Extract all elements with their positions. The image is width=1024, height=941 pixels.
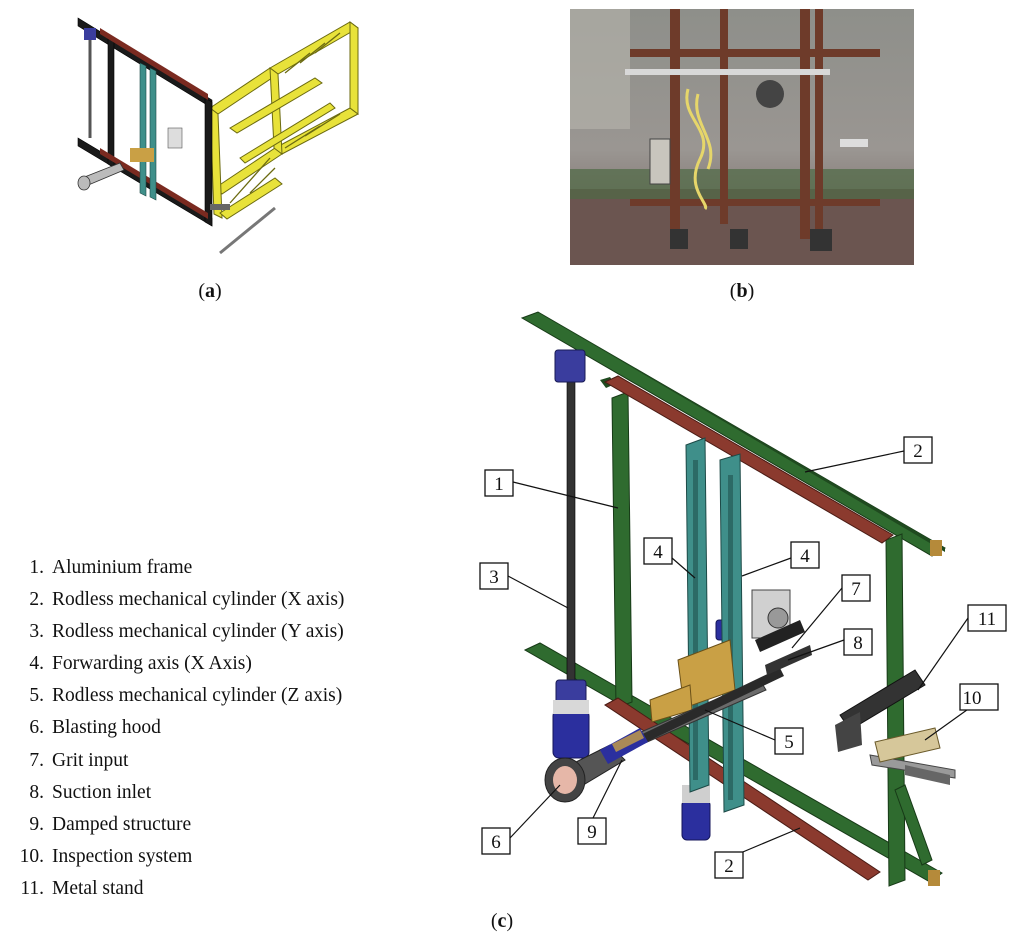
legend-number: 6. [29,717,44,739]
legend-item: 3. Rodless mechanical cylinder (Y axis) [14,616,344,648]
legend-item: 7. Grit input [14,745,344,777]
callout-11: 11 [967,604,1007,632]
legend-item: 4. Forwarding axis (X Axis) [14,648,344,680]
callout-10-label: 10 [963,688,982,709]
callout-4-right: 4 [790,541,820,569]
legend-text: Metal stand [52,877,144,899]
caption-b: (b) [729,280,755,302]
callout-2-bottom-label: 2 [724,856,734,877]
callout-5-label: 5 [784,732,794,753]
callout-7: 7 [841,574,871,602]
callout-8: 8 [843,628,873,656]
legend-number: 7. [29,749,44,771]
legend-number: 9. [29,813,44,835]
panel-a-cad-render [77,17,359,255]
legend-number: 2. [29,589,44,611]
legend-text: Aluminium frame [52,557,193,578]
callout-11-label: 11 [978,609,996,630]
callout-3-label: 3 [489,567,499,588]
legend-text: Forwarding axis (X Axis) [52,653,252,675]
callout-2-top-label: 2 [913,441,923,462]
callout-7-label: 7 [851,579,861,600]
caption-c: (c) [490,910,514,932]
callout-5: 5 [774,727,804,755]
callout-1-label: 1 [494,474,504,495]
legend-item: 8. Suction inlet [14,777,344,809]
legend-number: 3. [29,621,44,643]
legend-number: 10. [19,845,44,867]
caption-c-letter: c [497,910,507,932]
legend-item: 2. Rodless mechanical cylinder (X axis) [14,584,344,616]
caption-a: (a) [198,280,222,302]
legend-item: 9. Damped structure [14,809,344,841]
legend-number: 4. [29,653,44,675]
panel-c-cad-assembly: 1 2 3 4 4 7 8 11 10 5 6 9 2 [479,311,1007,887]
legend-text: Grit input [52,749,129,771]
legend-text: Rodless mechanical cylinder (Z axis) [52,685,343,707]
callout-9-label: 9 [587,822,597,843]
callout-2-top: 2 [903,436,933,464]
legend-number: 11. [20,877,44,899]
callout-3: 3 [479,562,509,590]
callout-2-bottom: 2 [714,851,744,879]
legend-number: 8. [29,781,44,803]
legend-text: Inspection system [52,845,193,867]
callout-4-left-label: 4 [653,542,663,563]
legend-item: 5. Rodless mechanical cylinder (Z axis) [14,680,344,712]
callout-1: 1 [484,469,514,497]
legend-item: 10. Inspection system [14,841,344,873]
legend-item: 6. Blasting hood [14,712,344,744]
legend-text: Suction inlet [52,781,152,803]
legend-text: Rodless mechanical cylinder (Y axis) [52,621,344,643]
legend-number: 5. [29,685,44,707]
callout-6-label: 6 [491,832,501,853]
legend-number: 1. [29,557,44,578]
legend-text: Rodless mechanical cylinder (X axis) [52,589,345,611]
legend-item: 11. Metal stand [14,873,344,905]
callout-8-label: 8 [853,633,863,654]
callout-4-right-label: 4 [800,546,810,567]
callout-6: 6 [481,827,511,855]
legend-text: Damped structure [52,813,192,835]
callout-4-left: 4 [643,537,673,565]
caption-a-letter: a [205,280,215,302]
panel-b-photo [570,9,914,265]
caption-b-letter: b [736,280,748,302]
legend-item: 1. Aluminium frame [14,552,344,584]
legend-text: Blasting hood [52,717,161,739]
callout-10: 10 [959,683,999,711]
callout-9: 9 [577,817,607,845]
component-legend: 1. Aluminium frame 2. Rodless mechanical c… [14,552,345,905]
